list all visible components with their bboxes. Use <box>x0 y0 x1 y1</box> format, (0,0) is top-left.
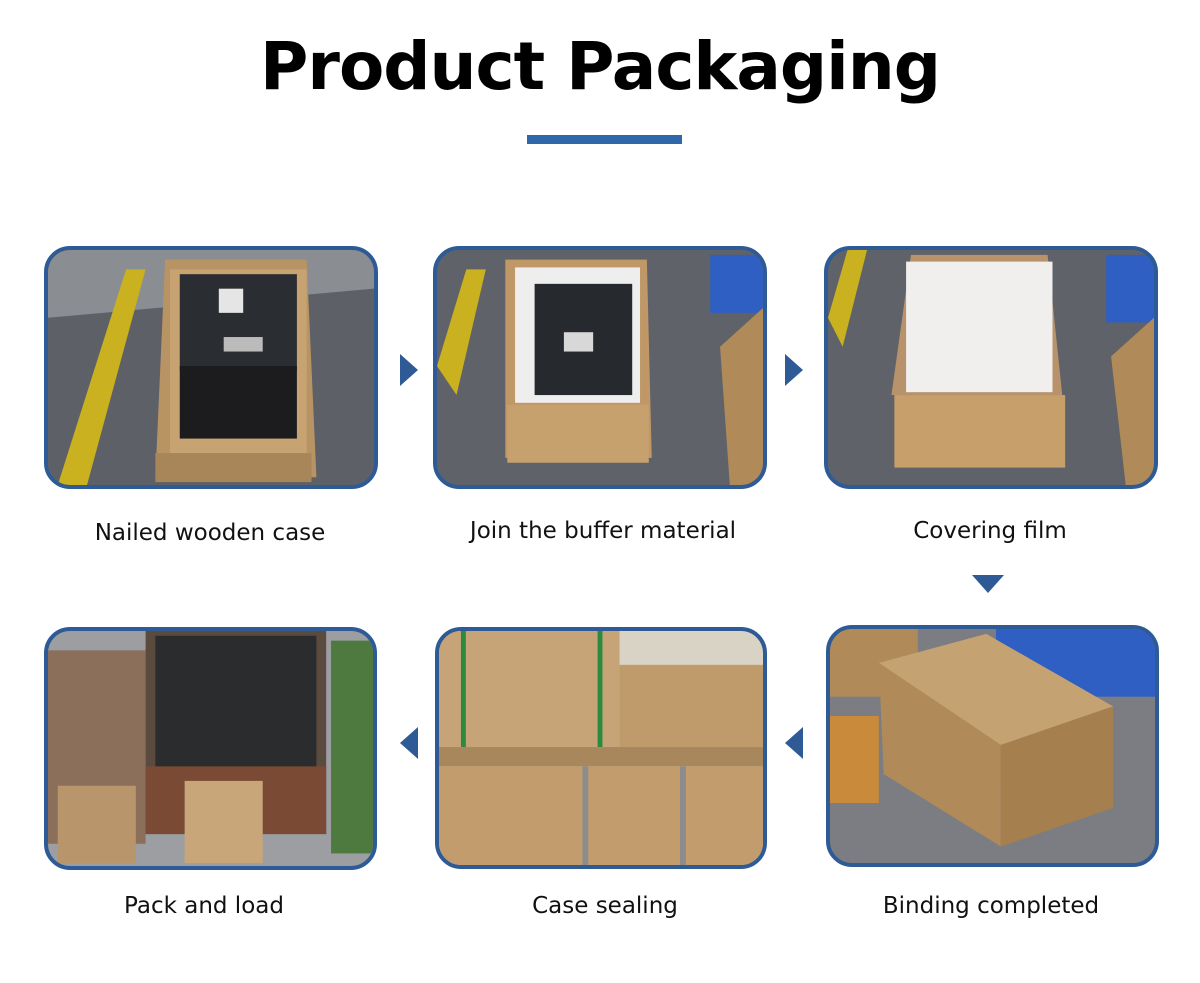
arrow-left-icon <box>785 727 803 759</box>
arrow-down-icon <box>972 575 1004 593</box>
step-photo-nailed-wooden-case <box>44 246 378 489</box>
step-photo-buffer-material <box>433 246 767 489</box>
step-photo-pack-and-load <box>44 627 377 870</box>
step-caption-covering-film: Covering film <box>913 518 1067 544</box>
step-caption-buffer-material: Join the buffer material <box>469 518 737 544</box>
step-caption-binding-completed: Binding completed <box>882 893 1100 919</box>
title-underline <box>527 135 682 144</box>
step-caption-nailed-wooden-case: Nailed wooden case <box>94 520 326 546</box>
step-photo-case-sealing <box>435 627 767 869</box>
arrow-left-icon <box>400 727 418 759</box>
step-caption-case-sealing: Case sealing <box>532 893 678 919</box>
step-photo-covering-film <box>824 246 1158 489</box>
page-title: Product Packaging <box>260 28 941 105</box>
arrow-right-icon <box>785 354 803 386</box>
arrow-right-icon <box>400 354 418 386</box>
step-caption-pack-and-load: Pack and load <box>124 893 284 919</box>
step-photo-binding-completed <box>826 625 1159 867</box>
